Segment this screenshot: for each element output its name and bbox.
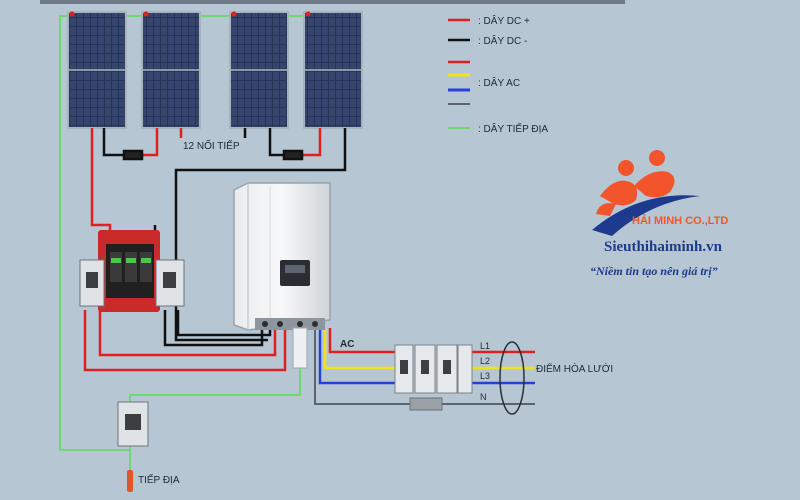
panel-terminal-dot	[69, 11, 75, 17]
logo-figures-icon	[592, 150, 700, 236]
top-edge-bar	[40, 0, 625, 4]
legend-label-ground: : DÂY TIẾP ĐỊA	[478, 122, 548, 135]
ac-connector	[292, 327, 308, 369]
solar-panel-1	[67, 11, 127, 129]
neutral-terminal	[409, 397, 443, 411]
n-label: N	[480, 392, 487, 402]
l1-label: L1	[480, 341, 490, 351]
ground-breaker	[117, 401, 149, 447]
solar-panel-3	[229, 11, 289, 129]
dc-breaker-left	[79, 259, 105, 307]
ac-breaker-group	[394, 344, 473, 394]
legend-label-dc-plus: : DÂY DC +	[478, 14, 530, 27]
dc-wires	[83, 128, 347, 372]
ground-rod	[127, 470, 133, 492]
ground-label: TIẾP ĐỊA	[138, 473, 180, 486]
grid-point-label: ĐIỂM HÒA LƯỚI	[536, 362, 613, 375]
grid-point-ellipse	[499, 341, 525, 415]
l3-label: L3	[480, 371, 490, 381]
brand-slogan: “Niềm tin tạo nên giá trị”	[590, 264, 718, 278]
solar-panel-2	[141, 11, 201, 129]
series-connections	[102, 128, 322, 161]
legend-label-dc-minus: : DÂY DC -	[478, 34, 527, 47]
legend-label-ac: : DÂY AC	[478, 76, 520, 89]
brand-website: Sieuthihaiminh.vn	[604, 239, 723, 255]
series-label: 12 NỐI TIẾP	[183, 138, 240, 152]
panel-terminal-dot	[305, 11, 311, 17]
panel-terminal-dot	[231, 11, 237, 17]
brand-company: HẢI MINH CO.,LTD	[632, 214, 728, 227]
dc-protection-device	[98, 230, 160, 312]
solar-panel-4	[303, 11, 363, 129]
brand-logo: HẢI MINH CO.,LTD Sieuthihaiminh.vn “Niềm…	[590, 150, 728, 278]
legend: : DÂY DC + : DÂY DC - : DÂY AC : DÂY TIẾ…	[448, 14, 548, 135]
l2-label: L2	[480, 356, 490, 366]
dc-breaker-right	[155, 259, 185, 307]
ac-label: AC	[340, 339, 354, 350]
inverter	[233, 182, 331, 331]
panel-terminal-dot	[143, 11, 149, 17]
